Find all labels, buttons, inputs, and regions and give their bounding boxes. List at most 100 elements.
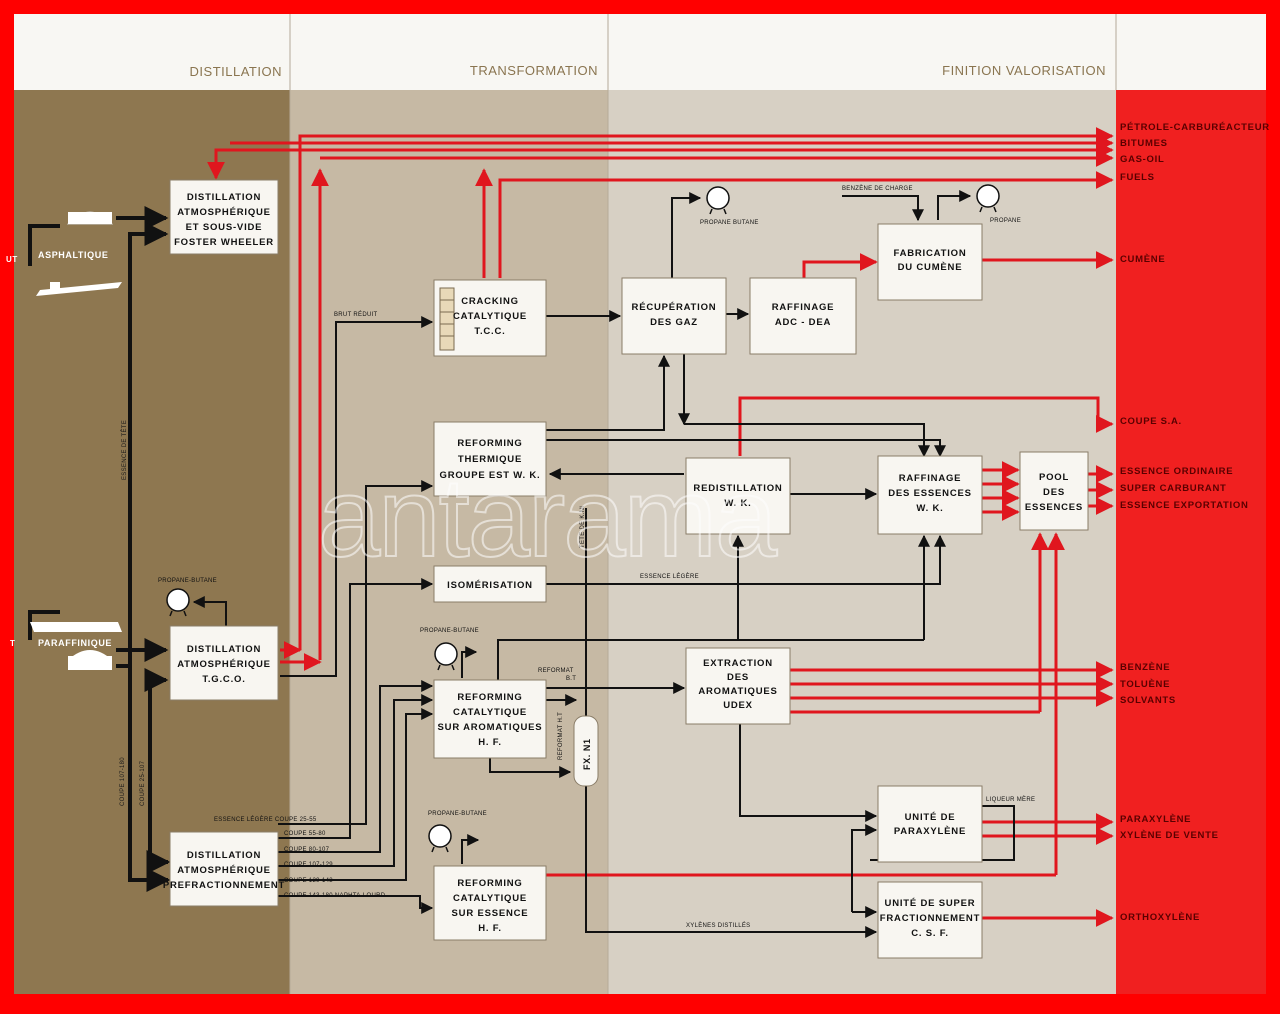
output-cumene: CUMÈNE [1120, 254, 1165, 265]
label-coupe-v1: COUPE 107-180 [120, 757, 126, 806]
box-dist-tgco [169, 625, 279, 701]
unit-label-reforming-ess: REFORMING [457, 878, 522, 889]
unit-label-cumene: DU CUMÈNE [898, 262, 963, 273]
unit-label-reforming-th: THERMIQUE [458, 454, 522, 465]
unit-label-raff-ess: W. K. [916, 503, 943, 514]
box-extraction [685, 647, 791, 725]
label-propane-butane-arom: PROPANE-BUTANE [420, 628, 479, 634]
unit-label-extraction: AROMATIQUES [698, 686, 777, 697]
unit-label-dist-pf: DISTILLATION [187, 850, 261, 861]
coupe-label-1: COUPE 55-80 [284, 831, 326, 837]
output-essence-1: SUPER CARBURANT [1120, 483, 1227, 494]
output-top-2: GAS-OIL [1120, 154, 1164, 165]
output-essence-0: ESSENCE ORDINAIRE [1120, 466, 1233, 477]
unit-label-reforming-th: GROUPE EST W. K. [440, 470, 541, 481]
unit-label-redist: REDISTILLATION [693, 483, 782, 494]
output-top-3: FUELS [1120, 172, 1155, 183]
unit-label-raff-adc: ADC - DEA [775, 317, 831, 328]
output-essence-2: ESSENCE EXPORTATION [1120, 500, 1249, 511]
box-dist-pf [169, 831, 279, 907]
unit-label-super-frac: UNITÉ DE SUPER [885, 898, 976, 909]
tank-icon [434, 642, 458, 666]
label-coupe-v2: COUPE 25-107 [140, 760, 146, 806]
unit-label-dist-fw: FOSTER WHEELER [174, 237, 274, 248]
header-finition: FINITION VALORISATION [942, 63, 1106, 78]
box-isomerisation [433, 565, 547, 603]
coupe-label-0: ESSENCE LÉGÈRE COUPE 25-55 [214, 816, 317, 823]
product-outputs: PÉTROLE-CARBURÉACTEUR BITUMES GAS-OIL FUELS… [1120, 122, 1270, 923]
unit-label-dist-pf: PREFRACTIONNEMENT [163, 880, 285, 891]
unit-label-pool: POOL [1039, 472, 1069, 483]
output-orthoxylene: ORTHOXYLÈNE [1120, 912, 1200, 923]
unit-label-extraction: EXTRACTION [703, 658, 773, 669]
box-reforming-ess [433, 865, 547, 941]
output-aromatic-1: TOLUÈNE [1120, 679, 1170, 690]
output-coupe-sa: COUPE S.A. [1120, 416, 1182, 427]
crude-asphaltique-label: ASPHALTIQUE [38, 250, 108, 260]
label-brut-reduit: BRUT RÉDUIT [334, 311, 378, 318]
unit-label-cracking: CATALYTIQUE [453, 311, 527, 322]
label-propane-butane-tgco: PROPANE-BUTANE [158, 578, 217, 584]
label-tete-kni: TETE DE K.NI [580, 506, 586, 548]
crude-para-prefix: T [10, 639, 16, 648]
box-dist-fw [169, 179, 279, 255]
box-reforming-th [433, 421, 547, 497]
coupe-label-4: COUPE 129-143 [284, 878, 333, 884]
crude-asph-prefix: UT [6, 255, 18, 264]
box-recup-gaz [621, 277, 727, 355]
box-reforming-arom [433, 679, 547, 759]
watermark: antarama [318, 455, 778, 580]
label-propane-butane-recup: PROPANE BUTANE [700, 220, 759, 226]
crude-paraffinique-label: PARAFFINIQUE [38, 638, 112, 648]
unit-label-dist-tgco: ATMOSPHÉRIQUE [177, 659, 271, 670]
unit-label-pool: DES [1043, 487, 1065, 498]
box-raff-ess [877, 455, 983, 535]
label-essence-legere: ESSENCE LÉGÈRE [640, 573, 699, 580]
unit-label-raff-ess: DES ESSENCES [888, 488, 972, 499]
output-aromatic-0: BENZÈNE [1120, 662, 1170, 673]
crude-icons [30, 211, 122, 670]
output-xylene-1: XYLÈNE DE VENTE [1120, 830, 1219, 841]
coupe-label-2: COUPE 80-107 [284, 847, 330, 853]
label-benzene-charge: BENZÈNE DE CHARGE [842, 185, 913, 192]
output-xylene-0: PARAXYLÈNE [1120, 814, 1191, 825]
unit-label-recup-gaz: DES GAZ [650, 317, 698, 328]
output-top-1: BITUMES [1120, 138, 1168, 149]
unit-label-reforming-ess: SUR ESSENCE [452, 908, 529, 919]
unit-label-paraxylene: PARAXYLÈNE [894, 826, 966, 837]
unit-label-isomerisation: ISOMÉRISATION [447, 580, 533, 591]
unit-label-dist-tgco: T.G.C.O. [202, 674, 245, 685]
unit-label-cracking: T.C.C. [474, 326, 505, 337]
box-paraxylene [877, 785, 983, 863]
label-essence-tete: ESSENCE DE TÊTE [120, 420, 128, 480]
unit-label-raff-ess: RAFFINAGE [899, 473, 962, 484]
unit-label-reforming-ess: H. F. [478, 923, 502, 934]
unit-label-super-frac: C. S. F. [911, 928, 949, 939]
unit-label-raff-adc: RAFFINAGE [772, 302, 835, 313]
unit-label-redist: W. K. [724, 498, 751, 509]
unit-label-reforming-arom: CATALYTIQUE [453, 707, 527, 718]
label-reformat-bt-2: B.T [566, 676, 576, 682]
coupe-label-3: COUPE 107-129 [284, 862, 333, 868]
unit-labels: DISTILLATION ATMOSPHÉRIQUE ET SOUS-VIDE FOS… [163, 192, 1082, 939]
label-propane: PROPANE [990, 218, 1021, 224]
output-top-0: PÉTROLE-CARBURÉACTEUR [1120, 122, 1270, 133]
unit-label-dist-fw: ET SOUS-VIDE [186, 222, 263, 233]
tank-icon [706, 186, 730, 210]
unit-label-reforming-arom: SUR AROMATIQUES [438, 722, 543, 733]
header-distillation: DISTILLATION [190, 64, 282, 79]
coupe-label-5: COUPE 143-180 NAPHTA-LOURD [284, 893, 386, 899]
box-raff-adc [749, 277, 857, 355]
label-xylenes-distilles: XYLÈNES DISTILLÉS [686, 922, 750, 929]
unit-label-reforming-arom: H. F. [478, 737, 502, 748]
unit-label-paraxylene: UNITÉ DE [905, 812, 956, 823]
tank-icon [166, 588, 190, 612]
unit-label-reforming-arom: REFORMING [457, 692, 522, 703]
cracking-tower-icon [439, 287, 455, 351]
propane-tanks [166, 184, 1000, 853]
unit-label-cracking: CRACKING [461, 296, 519, 307]
header-transformation: TRANSFORMATION [470, 63, 598, 78]
label-reformat-bt-1: REFORMAT [538, 668, 574, 674]
